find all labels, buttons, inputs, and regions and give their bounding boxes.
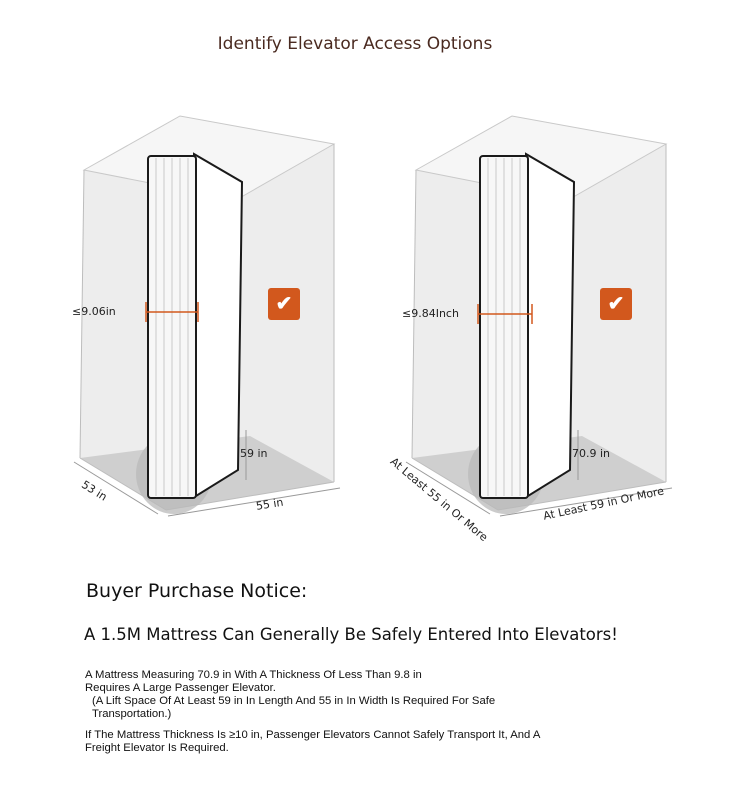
notice-headline: A 1.5M Mattress Can Generally Be Safely … — [84, 625, 618, 644]
notice-paragraph-1-line-2: Requires A Large Passenger Elevator. — [85, 682, 276, 694]
page-title: Identify Elevator Access Options — [217, 34, 493, 54]
checkmark-icon: ✔ — [600, 288, 632, 320]
notice-paragraph-1-line-1: A Mattress Measuring 70.9 in With A Thic… — [85, 669, 422, 681]
left-thickness-label: ≤9.06in — [72, 305, 116, 318]
checkmark-icon: ✔ — [268, 288, 300, 320]
notice-paragraph-2-line-2: Transportation.) — [92, 708, 172, 720]
notice-heading: Buyer Purchase Notice: — [86, 580, 308, 602]
notice-paragraph-2-line-1: (A Lift Space Of At Least 59 in In Lengt… — [92, 695, 496, 707]
right-height-label: 70.9 in — [572, 447, 611, 460]
right-thickness-label: ≤9.84Inch — [402, 307, 459, 320]
notice-paragraph-3-line-1: If The Mattress Thickness Is ≥10 in, Pas… — [85, 729, 541, 741]
right-elevator-illustration — [400, 100, 690, 520]
left-elevator-illustration — [70, 100, 360, 520]
notice-paragraph-3-line-2: Freight Elevator Is Required. — [85, 742, 229, 754]
left-height-label: 59 in — [240, 447, 268, 460]
